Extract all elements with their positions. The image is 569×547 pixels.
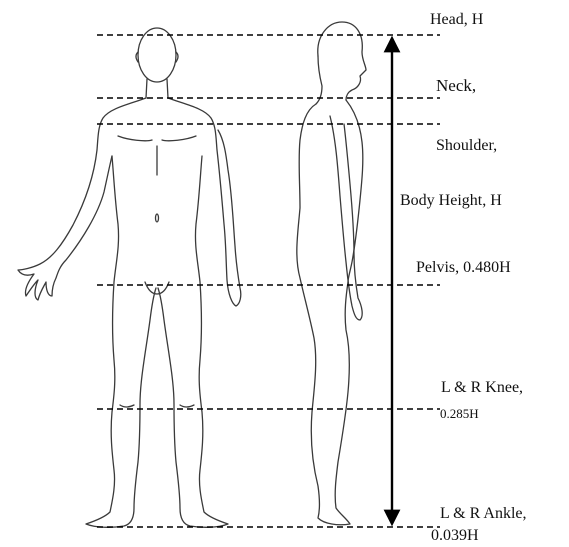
head-label: Head, H	[430, 12, 483, 28]
neck-label: Neck,	[436, 77, 476, 94]
ankle-label: L & R Ankle,	[440, 506, 527, 522]
pelvis-label: Pelvis, 0.480H	[416, 260, 511, 276]
knee-ratio-label: 0.285H	[440, 407, 479, 420]
front-view-figure	[18, 28, 241, 527]
body-height-label: Body Height, H	[400, 193, 502, 209]
shoulder-label: Shoulder,	[436, 138, 497, 154]
knee-label: L & R Knee,	[441, 380, 523, 396]
ankle-ratio-label: 0.039H	[431, 528, 479, 544]
